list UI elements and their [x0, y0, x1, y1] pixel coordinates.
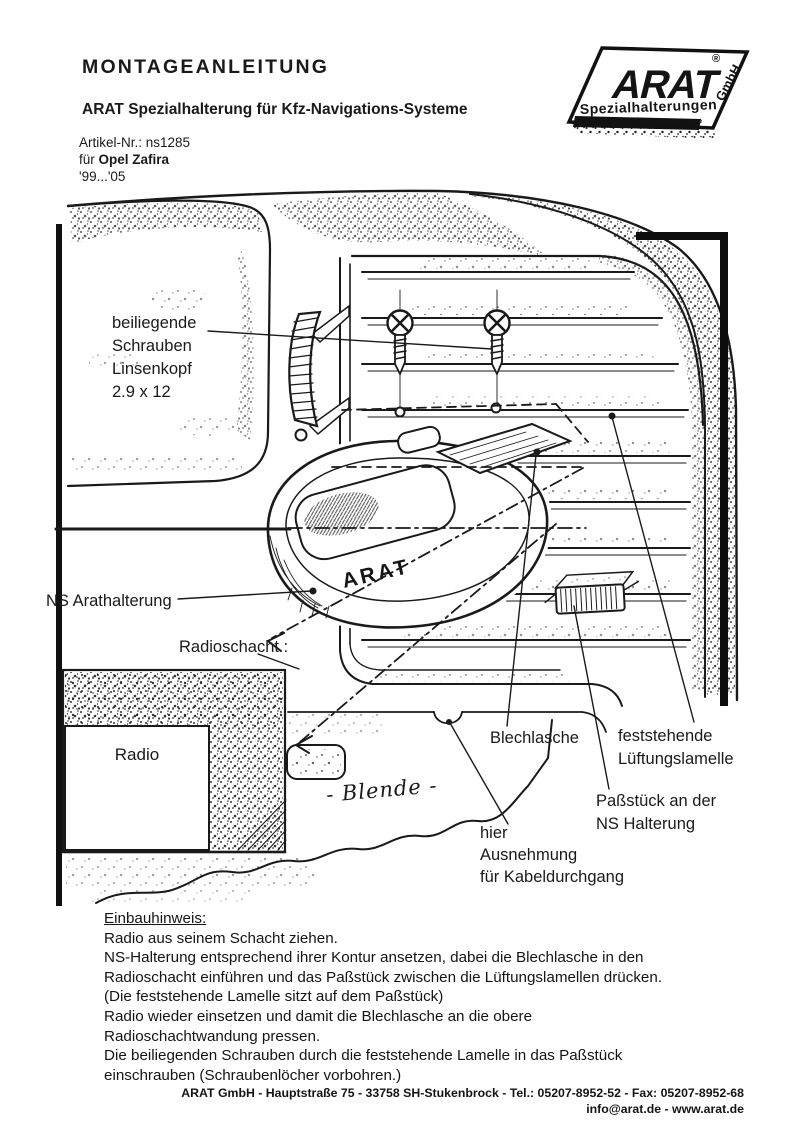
radio-shaft-box	[61, 668, 316, 903]
dashed-mounting-line	[341, 403, 589, 443]
left-frame-bars	[54, 224, 292, 906]
page-corner-mark	[636, 232, 728, 706]
footer-address-line: ARAT GmbH - Hauptstraße 75 - 33758 SH-St…	[181, 1086, 744, 1100]
thumbwheel	[288, 310, 322, 442]
instructions-body: Radio aus seinem Schacht ziehen.NS-Halte…	[104, 929, 663, 1084]
page-footer: ARAT GmbH - Hauptstraße 75 - 33758 SH-St…	[181, 1086, 744, 1117]
fitting-piece	[544, 570, 640, 615]
logo-registered-mark: ®	[712, 53, 720, 65]
logo-brand-text: ARAT	[608, 62, 725, 107]
dashboard-top-and-pillar	[66, 189, 739, 702]
article-vehicle-line: für Opel Zafira	[79, 151, 190, 168]
logo-subtagline-bar	[573, 116, 701, 130]
leader-lines	[177, 330, 695, 825]
doc-title: MONTAGEANLEITUNG	[82, 56, 330, 78]
article-info: Artikel-Nr.: ns1285 für Opel Zafira '99.…	[79, 134, 190, 185]
dash-button	[282, 712, 382, 780]
label-radio-slot: Radioschacht :	[179, 638, 289, 656]
torn-sketch-edge	[95, 719, 553, 904]
doc-subtitle: ARAT Spezialhalterung für Kfz-Navigation…	[82, 101, 468, 118]
footer-contact-line: info@arat.de - www.arat.de	[586, 1101, 744, 1116]
installation-instructions: Einbauhinweis: Radio aus seinem Schacht …	[104, 909, 662, 1085]
insertion-arrows	[267, 467, 584, 754]
dashboard-left-panel	[66, 199, 272, 488]
logo-frame	[566, 46, 750, 130]
label-ns-mount: NS Arathalterung	[46, 592, 172, 610]
screw-right	[483, 289, 511, 414]
instructions-heading: Einbauhinweis:	[104, 910, 207, 927]
article-number: Artikel-Nr.: ns1285	[79, 135, 191, 150]
logo-subtagline-text: für Autotelefone u. -Navigationssysteme	[580, 118, 703, 128]
installation-diagram: ARAT	[54, 189, 739, 906]
label-sheet-tab: Blechlasche	[490, 729, 579, 747]
arat-logo: ARAT ® GmbH Spezialhalterungen für Autot…	[566, 46, 750, 139]
article-years: '99...'05	[79, 169, 126, 184]
screw-left	[386, 289, 414, 418]
hidden-edge-lines	[287, 466, 587, 529]
ns-mount-pod: ARAT	[262, 422, 573, 633]
lower-edge-and-notch	[287, 711, 607, 733]
article-vehicle: Opel Zafira	[98, 152, 170, 167]
logo-tagline-text: Spezialhalterungen	[580, 96, 718, 117]
label-radio: Radio	[114, 745, 160, 764]
article-for: für	[79, 152, 99, 167]
